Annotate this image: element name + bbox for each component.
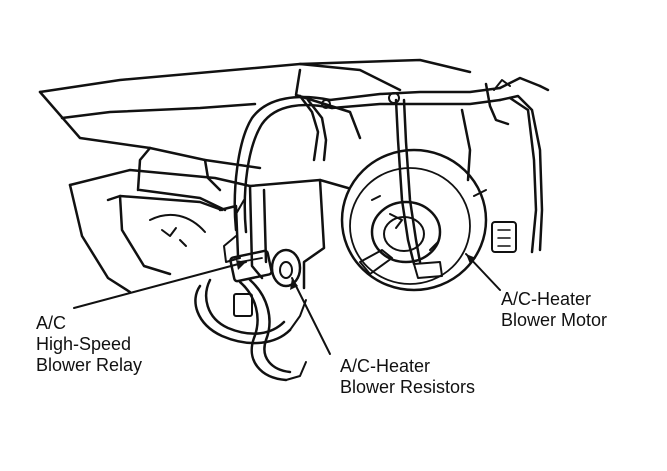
resistors-label-line-1: A/C-Heater bbox=[340, 356, 431, 376]
leader-resistors bbox=[291, 277, 331, 355]
relay-label-line-2: High-Speed bbox=[36, 334, 132, 354]
relay-and-resistor bbox=[194, 248, 307, 382]
motor-callout-label: A/C-Heater Blower Motor bbox=[501, 289, 607, 331]
relay-callout-label: A/C High-Speed Blower Relay bbox=[36, 313, 142, 376]
leader-relay bbox=[73, 261, 247, 309]
resistors-label-line-2: Blower Resistors bbox=[340, 377, 476, 397]
blower-motor bbox=[340, 148, 488, 292]
resistors-callout-label: A/C-Heater Blower Resistors bbox=[340, 356, 475, 398]
motor-label-line-2: Blower Motor bbox=[501, 310, 608, 330]
heater-housing bbox=[68, 168, 350, 294]
wiring-harness bbox=[223, 76, 550, 266]
relay-label-line-1: A/C bbox=[36, 313, 67, 333]
leader-lines bbox=[73, 253, 501, 355]
relay-label-line-3: Blower Relay bbox=[36, 355, 143, 375]
motor-label-line-1: A/C-Heater bbox=[501, 289, 592, 309]
